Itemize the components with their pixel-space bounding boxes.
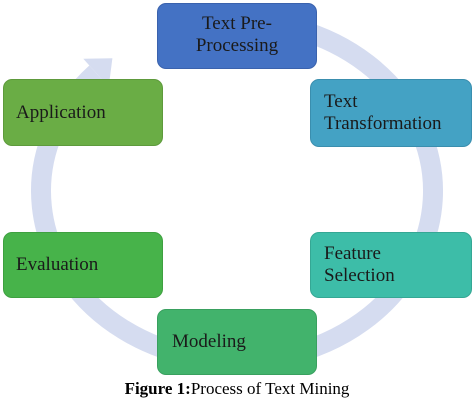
stage-application: Application — [3, 79, 163, 146]
stage-text-preprocessing: Text Pre- Processing — [157, 3, 317, 69]
caption-label: Figure 1: — [124, 379, 191, 398]
stage-text-transformation: Text Transformation — [310, 79, 472, 147]
stage-feature-selection: Feature Selection — [310, 232, 472, 298]
stage-modeling: Modeling — [157, 309, 317, 375]
stage-evaluation: Evaluation — [3, 232, 163, 298]
figure-caption: Figure 1:Process of Text Mining — [0, 379, 474, 399]
caption-text: Process of Text Mining — [190, 379, 350, 398]
